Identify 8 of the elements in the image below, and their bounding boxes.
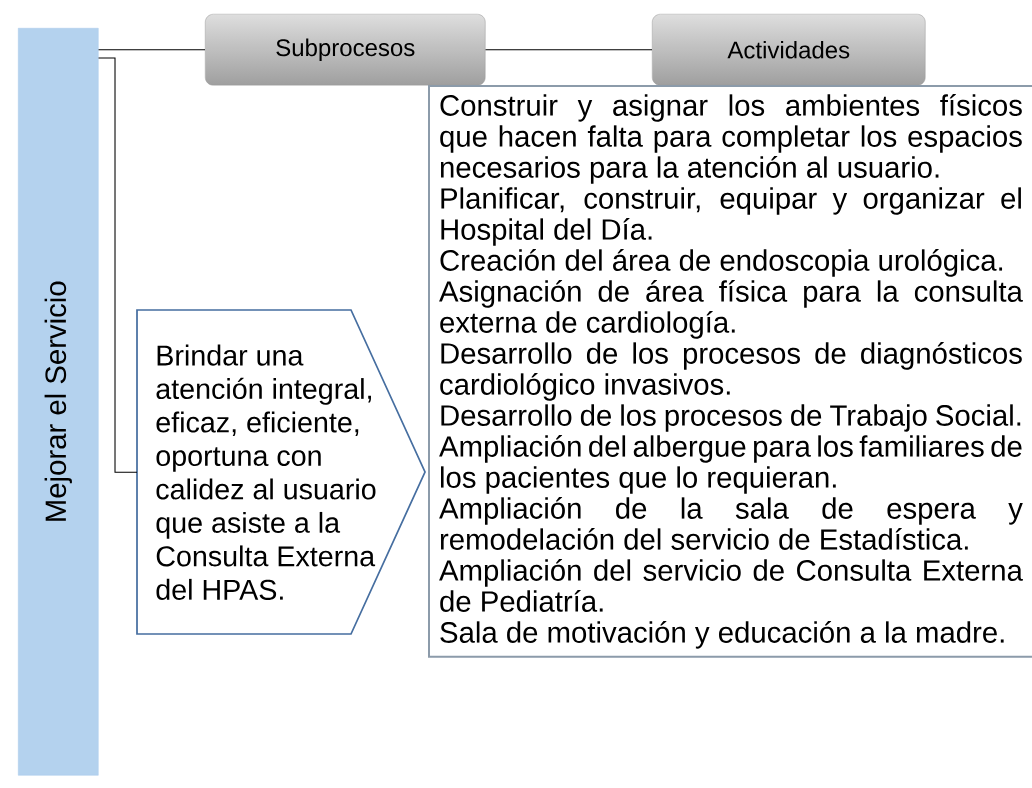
side-bar: Mejorar el Servicio xyxy=(18,28,99,776)
connector-line xyxy=(485,49,653,51)
callout-box: Brindar una atención integral, eficaz, eficiente, oportuna con calidez al usuario que asiste a la Consulta Externa del HPAS. xyxy=(136,309,426,635)
connector-line xyxy=(98,57,138,473)
text-box: Construir y asignar los ambientes físicos que hacen falta para completar los espacios necesarios para la atención al usuario. Planificar, construir, equipar y organizar el Hospital del Día. Creación del área de endoscopia urológica. Asignación de área física para la consulta externa de cardiología. Desarrollo de los procesos de diagnósticos cardiológico invasivos. Desarrollo de los procesos de Trabajo Social. Ampliación del albergue para los familiares de los pacientes que lo requieran. Ampliación de la sala de espera y remodelación del servicio de Estadística. Ampliación del servicio de Consulta Externa de Pediatría. Sala de motivación y educación a la madre. xyxy=(428,85,1032,658)
connector-line xyxy=(98,49,206,51)
process-button: Subprocesos xyxy=(205,14,486,86)
process-button: Actividades xyxy=(652,14,926,86)
